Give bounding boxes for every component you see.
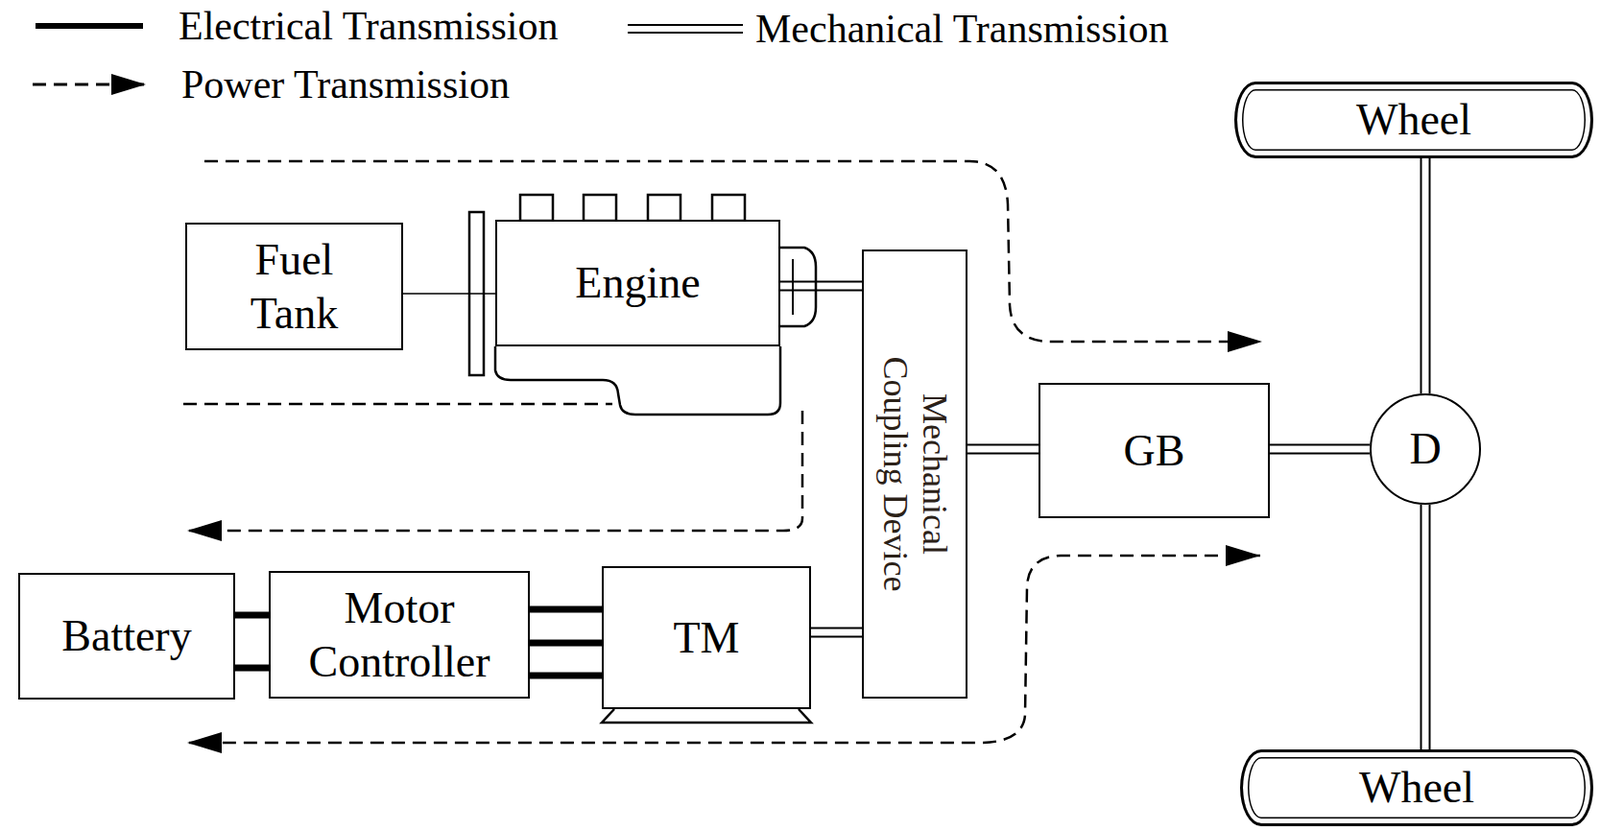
node-label: Battery xyxy=(61,609,192,663)
controller-box: Motor Controller xyxy=(268,571,530,699)
differential-circle: D xyxy=(1369,393,1481,505)
node-label: Engine xyxy=(574,256,700,310)
wheel-box: Wheel xyxy=(1240,749,1594,827)
motor-box: TM xyxy=(601,566,812,710)
node-label: Motor Controller xyxy=(270,581,528,688)
engine-box: Engine xyxy=(495,219,781,347)
mechanical-sample xyxy=(627,24,743,33)
coupling-flange xyxy=(791,259,794,315)
electrical-cable xyxy=(235,615,269,669)
mechanical-shaft xyxy=(1269,445,1370,454)
wheel-box: Wheel xyxy=(1234,81,1594,159)
node-label: Fuel Tank xyxy=(222,233,367,339)
battery-box: Battery xyxy=(18,573,236,700)
node-label: TM xyxy=(673,611,741,665)
legend-label: Mechanical Transmission xyxy=(755,8,1169,49)
mechanical-shaft xyxy=(811,628,862,638)
mechanical-shaft xyxy=(967,445,1039,454)
power-arrowhead xyxy=(1225,545,1261,567)
mechanical-shaft xyxy=(780,282,862,291)
node-label: D xyxy=(1408,422,1441,476)
engine-coupling xyxy=(780,247,816,327)
electrical-cable xyxy=(529,609,602,676)
electrical-sample xyxy=(35,23,144,29)
gearbox-box: GB xyxy=(1038,382,1270,519)
legend-label: Power Transmission xyxy=(181,64,510,105)
node-label: Wheel xyxy=(1359,761,1475,814)
node-label: GB xyxy=(1123,424,1186,478)
power-sample xyxy=(32,83,144,87)
legend-label: Electrical Transmission xyxy=(178,5,558,47)
engine-cylinders xyxy=(520,194,745,221)
coupling-box: Mechanical Coupling Device xyxy=(861,249,968,699)
motor-base xyxy=(601,709,812,723)
axle-shaft xyxy=(1421,504,1431,750)
fuel-tank-box: Fuel Tank xyxy=(185,222,404,351)
engine-sump xyxy=(495,346,781,415)
axle-shaft xyxy=(1421,158,1431,394)
node-label: Wheel xyxy=(1356,93,1472,146)
node-label: Mechanical Coupling Device xyxy=(875,348,956,600)
fuel-line xyxy=(403,293,496,295)
